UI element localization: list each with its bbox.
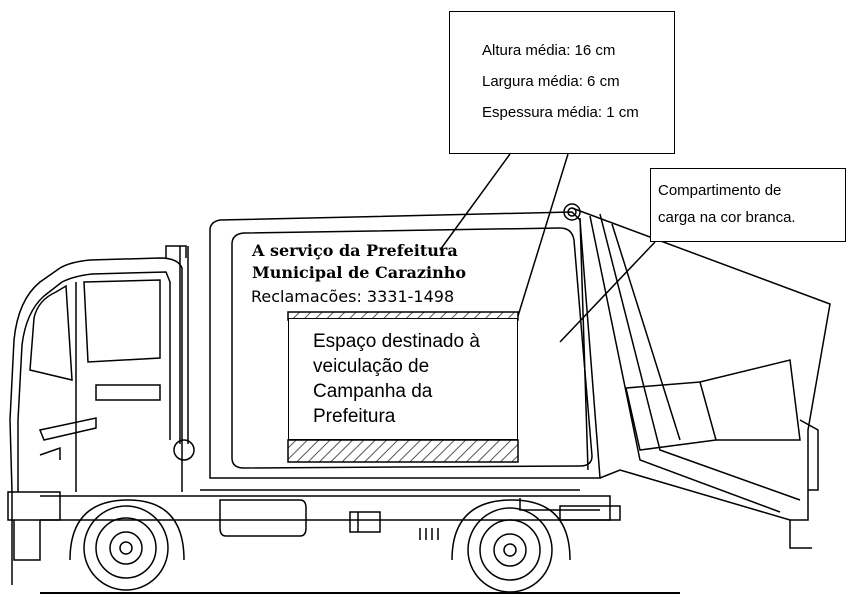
chassis xyxy=(40,489,621,540)
campaign-line2: veiculação de xyxy=(313,356,430,377)
width-label: Largura média: 6 cm xyxy=(482,73,620,90)
cargo-body xyxy=(209,203,831,549)
hatched-strip-bottom xyxy=(287,439,519,463)
truck-cab xyxy=(7,245,195,585)
cargo-callout: Compartimento de carga na cor branca. xyxy=(650,168,846,242)
front-wheel xyxy=(69,499,185,591)
campaign-space-box: Espaço destinado à veiculação de Campanh… xyxy=(288,318,518,440)
cargo-leader xyxy=(559,241,656,343)
dims-leader-left xyxy=(439,153,511,251)
cargo-callout-line1: Compartimento de xyxy=(658,182,782,199)
complaints-phone: Reclamacões: 3331-1498 xyxy=(251,287,455,306)
campaign-line3: Campanha da xyxy=(313,381,433,402)
dimensions-callout: Altura média: 16 cm Largura média: 6 cm … xyxy=(449,11,675,154)
height-label: Altura média: 16 cm xyxy=(482,42,616,59)
cargo-callout-line2: carga na cor branca. xyxy=(658,209,796,226)
rear-wheel xyxy=(451,499,571,593)
city-hall-text-line1: A serviço da Prefeitura xyxy=(252,241,458,260)
thickness-label: Espessura média: 1 cm xyxy=(482,104,639,121)
city-hall-text-line2: Municipal de Carazinho xyxy=(252,263,467,282)
dims-leader-right xyxy=(517,153,569,317)
campaign-line1: Espaço destinado à xyxy=(313,331,480,352)
campaign-line4: Prefeitura xyxy=(313,406,396,427)
